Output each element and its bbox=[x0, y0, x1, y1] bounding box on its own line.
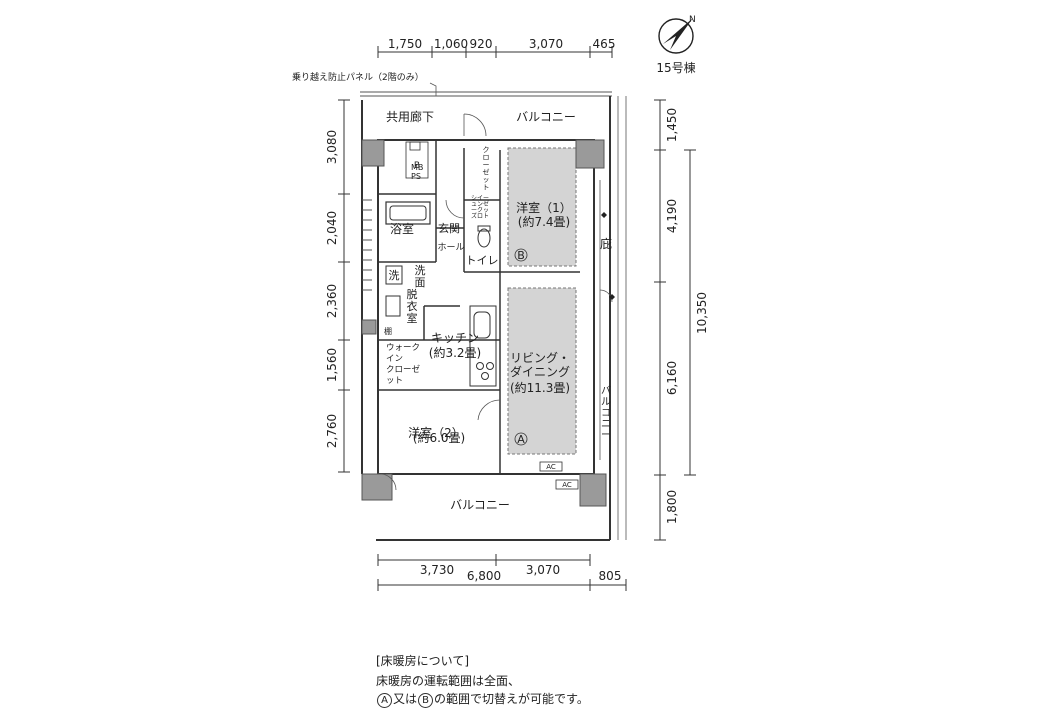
svg-text:クローゼ: クローゼ bbox=[386, 364, 421, 375]
svg-text:面: 面 bbox=[415, 276, 426, 289]
svg-text:ン: ン bbox=[477, 201, 483, 208]
kitchen-size: (約3.2畳) bbox=[429, 345, 481, 360]
svg-text:ロ: ロ bbox=[483, 154, 490, 162]
kitchen-label: キッチン bbox=[431, 331, 479, 345]
svg-text:バ: バ bbox=[601, 385, 611, 397]
svg-text:コ: コ bbox=[601, 408, 611, 419]
dim-right-3: 6,160 bbox=[665, 361, 679, 395]
svg-text:ゼ: ゼ bbox=[483, 200, 489, 208]
wash-label: 洗 bbox=[389, 269, 400, 282]
note-mid: 又は bbox=[393, 692, 418, 706]
svg-text:ー: ー bbox=[483, 195, 489, 202]
balcony-bottom-label: バルコニー bbox=[450, 498, 510, 512]
dim-left-1: 3,080 bbox=[325, 130, 339, 164]
svg-text:ュ: ュ bbox=[471, 201, 477, 208]
living-label-1: リビング・ bbox=[510, 351, 570, 365]
svg-text:ク: ク bbox=[477, 207, 483, 214]
western2-label: 洋室（2） bbox=[408, 425, 464, 440]
building-label: 15号棟 bbox=[656, 60, 695, 75]
svg-text:シ: シ bbox=[471, 195, 477, 202]
note-post: の範囲で切替えが可能です。 bbox=[434, 692, 589, 706]
floor-heating-line1: 床暖房の運転範囲は全面、 bbox=[376, 674, 521, 688]
svg-text:ク: ク bbox=[483, 146, 490, 154]
svg-text:ト: ト bbox=[483, 184, 490, 192]
ac-label-1: AC bbox=[546, 463, 556, 471]
dim-top-3: 920 bbox=[470, 37, 493, 51]
dim-bottom-3: 805 bbox=[599, 569, 622, 583]
zone-b-area bbox=[507, 147, 577, 267]
dim-bottom-2: 3,070 bbox=[526, 563, 560, 577]
dim-right-2: 4,190 bbox=[665, 199, 679, 233]
svg-text:イ: イ bbox=[477, 195, 483, 202]
living-label-2: ダイニング bbox=[510, 364, 570, 379]
svg-text:MB: MB bbox=[411, 163, 423, 172]
entrance-label: 玄関 bbox=[438, 221, 460, 235]
svg-text:衣: 衣 bbox=[407, 299, 418, 313]
svg-text:ル: ル bbox=[601, 397, 611, 408]
western1-size: (約7.4畳) bbox=[518, 214, 570, 229]
dimension-labels: 1,750 1,060 920 3,070 465 3,080 2,040 2,… bbox=[325, 37, 709, 583]
bath-label: 浴室 bbox=[390, 221, 414, 236]
western2-size: (約6.0畳) bbox=[413, 430, 465, 445]
dim-right-1: 1,450 bbox=[665, 108, 679, 142]
floor-heating-heading: [床暖房について] bbox=[376, 654, 470, 668]
zone-a-area bbox=[507, 287, 577, 455]
corridor-label: 共用廊下 bbox=[386, 109, 434, 124]
svg-text:ニ: ニ bbox=[601, 419, 611, 430]
dim-left-5: 2,760 bbox=[325, 414, 339, 448]
compass-n: N bbox=[689, 15, 696, 25]
zone-b-label: B bbox=[517, 249, 525, 262]
dim-left-2: 2,040 bbox=[325, 211, 339, 245]
hall-label: ホール bbox=[437, 242, 464, 253]
svg-text:ッ: ッ bbox=[483, 176, 490, 184]
svg-text:洗: 洗 bbox=[415, 264, 426, 277]
svg-text:ー: ー bbox=[601, 430, 611, 441]
balcony-top-label: バルコニー bbox=[516, 110, 576, 124]
dim-bottom-1: 3,730 bbox=[420, 563, 454, 577]
living-size: (約11.3畳) bbox=[510, 380, 570, 395]
dim-top-1: 1,750 bbox=[388, 37, 422, 51]
ac-label-2: AC bbox=[562, 481, 572, 489]
svg-text:ズ: ズ bbox=[471, 212, 477, 220]
western1-label: 洋室（1） bbox=[516, 200, 572, 215]
svg-text:PS: PS bbox=[411, 172, 421, 181]
zone-a-label: A bbox=[517, 433, 525, 446]
svg-text:ット: ット bbox=[386, 376, 403, 386]
dim-left-3: 2,360 bbox=[325, 284, 339, 318]
dimension-lines bbox=[338, 46, 696, 591]
balcony-side-label: バルコニー bbox=[601, 385, 611, 441]
svg-text:イン: イン bbox=[386, 354, 403, 364]
toilet-label: トイレ bbox=[466, 254, 499, 267]
compass: N 15号棟 bbox=[656, 15, 695, 75]
svg-text:ロ: ロ bbox=[477, 213, 483, 220]
dim-right-total: 10,350 bbox=[695, 292, 709, 334]
mb-ps-b-label: B bbox=[414, 161, 420, 171]
svg-text:ト: ト bbox=[483, 213, 489, 220]
svg-text:室: 室 bbox=[407, 311, 418, 325]
dim-left-4: 1,560 bbox=[325, 348, 339, 382]
svg-text:ッ: ッ bbox=[483, 207, 489, 214]
dim-top-4: 3,070 bbox=[529, 37, 563, 51]
dim-top-5: 465 bbox=[593, 37, 616, 51]
svg-text:ウォーク: ウォーク bbox=[386, 343, 420, 353]
svg-text:ー: ー bbox=[471, 207, 477, 214]
railing-note: 乗り越え防止パネル（2階のみ） bbox=[292, 71, 424, 83]
dim-top-2: 1,060 bbox=[434, 37, 468, 51]
dim-right-4: 1,800 bbox=[665, 490, 679, 524]
shelf-label: 棚 bbox=[384, 326, 392, 336]
svg-text:ー: ー bbox=[483, 161, 490, 169]
dim-bottom-total: 6,800 bbox=[467, 569, 501, 583]
eaves-label: 庇 bbox=[600, 236, 612, 251]
svg-text:脱: 脱 bbox=[407, 287, 418, 301]
svg-text:ゼ: ゼ bbox=[483, 168, 490, 177]
